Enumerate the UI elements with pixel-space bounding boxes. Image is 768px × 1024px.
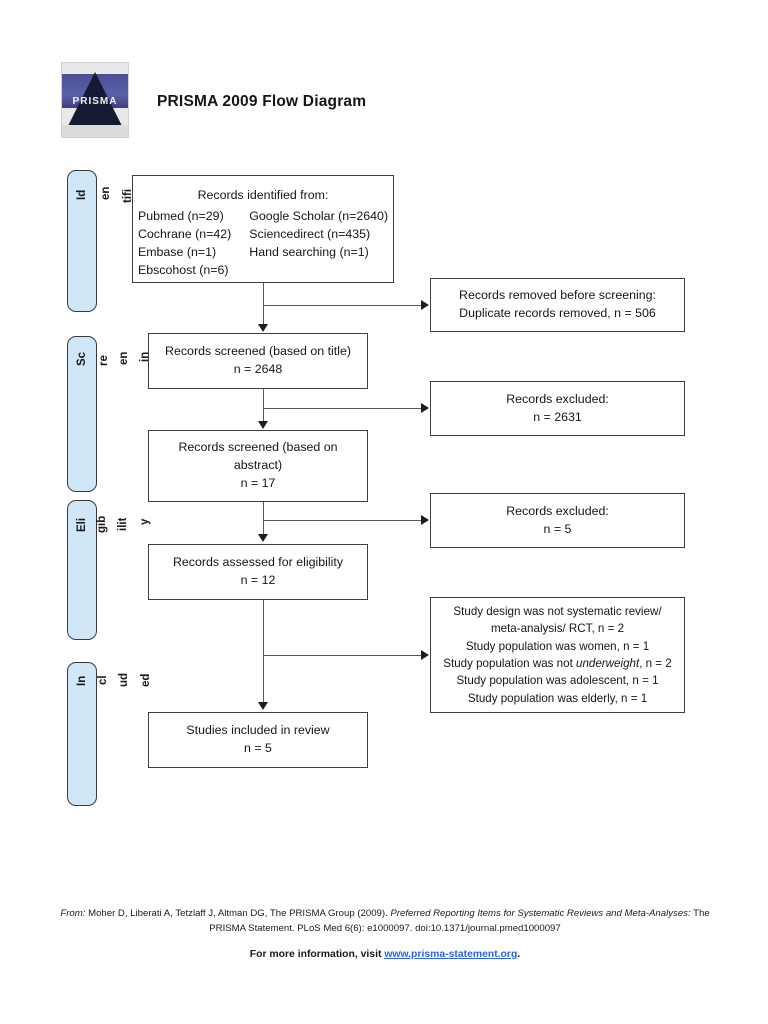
exclusion-reason-line-4-pre: Study population was not (443, 657, 577, 670)
exclusion-reason-line-3: Study population was women, n = 1 (465, 639, 650, 653)
stage-label-included-frag-1: cl (97, 675, 109, 685)
records-identified-heading: Records identified from: (197, 188, 329, 202)
arrow-identified-to-screened (258, 324, 268, 332)
stage-label-identification-frag-1: en (100, 186, 112, 200)
source-sciencedirect: Sciencedirect (n=435) (249, 226, 371, 241)
box-records-excluded-abstract: Records excluded: n = 5 (430, 493, 685, 548)
stage-label-eligibility-frag-1: gib (96, 515, 108, 533)
exclusion-reason-line-5: Study population was adolescent, n = 1 (456, 674, 659, 688)
stage-bar-eligibility (67, 500, 97, 640)
box-records-identified: Records identified from: Pubmed (n=29) G… (132, 175, 394, 283)
stage-label-eligibility-frag-3: y (139, 518, 151, 525)
arrow-eligibility-to-exclusion-reasons (421, 650, 429, 660)
logo-wordmark: PRISMA (72, 96, 118, 107)
excluded-abstract-line-2: n = 5 (543, 521, 572, 536)
box-records-excluded-title: Records excluded: n = 2631 (430, 381, 685, 436)
assessed-eligibility-line-2: n = 12 (240, 573, 276, 587)
arrow-eligibility-to-included (258, 702, 268, 710)
source-cochrane: Cochrane (n=42) (137, 226, 232, 241)
exclusion-reason-line-1: Study design was not systematic review/ (453, 604, 662, 618)
footer-citation-authors: Moher D, Liberati A, Tetzlaff J, Altman … (85, 908, 391, 919)
stage-label-identification-frag-0: Id (76, 189, 88, 200)
stage-bar-screening (67, 336, 97, 492)
screened-title-line-1: Records screened (based on title) (165, 344, 351, 359)
connector-screened-title-to-abstract (263, 389, 264, 423)
stage-bar-identification (67, 170, 97, 312)
stage-label-included-frag-0: In (76, 675, 88, 686)
footer-link-prefix: For more information, visit (249, 949, 385, 960)
connector-screened-title-to-excluded (263, 408, 422, 409)
footer-link-row: For more information, visit www.prisma-s… (60, 949, 710, 960)
footer-citation: From: Moher D, Liberati A, Tetzlaff J, A… (60, 906, 710, 937)
arrow-abstract-to-eligibility (258, 534, 268, 542)
exclusion-reason-line-6: Study population was elderly, n = 1 (467, 691, 648, 705)
source-pubmed: Pubmed (n=29) (137, 208, 224, 223)
box-records-assessed-eligibility: Records assessed for eligibility n = 12 (148, 544, 368, 600)
excluded-abstract-line-1: Records excluded: (506, 503, 609, 518)
screened-abstract-line-1: Records screened (based on (178, 440, 338, 455)
connector-eligibility-to-included (263, 600, 264, 704)
assessed-eligibility-line-1: Records assessed for eligibility (172, 555, 344, 570)
prisma-logo: PRISMA (61, 62, 129, 138)
logo-pyramid-icon (68, 72, 122, 126)
box-exclusion-reasons: Study design was not systematic review/ … (430, 597, 685, 713)
excluded-title-line-2: n = 2631 (533, 409, 582, 424)
stage-label-included-frag-2: ud (118, 672, 130, 687)
connector-abstract-to-excluded (263, 520, 422, 521)
exclusion-reason-line-4: Study population was not underweight, n … (443, 655, 672, 672)
arrow-abstract-to-excluded (421, 515, 429, 525)
stage-label-included-frag-3: ed (140, 673, 152, 687)
stage-label-screening-frag-1: re (98, 355, 110, 366)
box-records-screened-abstract: Records screened (based on abstract) n =… (148, 430, 368, 502)
records-identified-sources: Pubmed (n=29) Google Scholar (n=2640) Co… (138, 208, 388, 280)
arrow-screened-title-to-excluded (421, 403, 429, 413)
box-records-screened-title: Records screened (based on title) n = 26… (148, 333, 368, 389)
connector-abstract-to-eligibility (263, 502, 264, 536)
footer-citation-from-label: From: (60, 908, 86, 919)
excluded-title-line-1: Records excluded: (506, 391, 609, 406)
records-removed-line-2: Duplicate records removed, n = 506 (459, 306, 656, 320)
studies-included-line-2: n = 5 (244, 741, 272, 755)
stage-label-screening-frag-0: Sc (76, 351, 88, 366)
stage-label-eligibility-frag-2: ilit (117, 517, 129, 531)
studies-included-line-1: Studies included in review (186, 723, 330, 738)
screened-title-line-2: n = 2648 (233, 362, 283, 376)
connector-identified-to-screened (263, 283, 264, 325)
arrow-screened-title-to-abstract (258, 421, 268, 429)
connector-eligibility-to-exclusion-reasons (263, 655, 422, 656)
source-google-scholar: Google Scholar (n=2640) (249, 208, 389, 223)
footer-link-suffix: . (517, 949, 521, 960)
stage-label-screening-frag-2: en (118, 351, 130, 365)
screened-abstract-line-3: n = 17 (240, 475, 276, 490)
box-studies-included: Studies included in review n = 5 (148, 712, 368, 768)
exclusion-reason-line-2: meta-analysis/ RCT, n = 2 (490, 622, 625, 636)
source-embase: Embase (n=1) (137, 244, 217, 259)
footer-citation-title: Preferred Reporting Items for Systematic… (390, 908, 691, 919)
source-ebscohost: Ebscohost (n=6) (137, 262, 229, 277)
exclusion-reason-line-4-emphasis: underweight (576, 657, 640, 670)
stage-bar-included (67, 662, 97, 806)
logo-base-shade (62, 125, 128, 137)
stage-label-eligibility-frag-0: Eli (76, 517, 88, 532)
screened-abstract-line-2: abstract) (233, 458, 283, 472)
records-removed-line-1: Records removed before screening: (459, 288, 656, 303)
arrow-identified-to-removed (421, 300, 429, 310)
source-hand-searching: Hand searching (n=1) (249, 244, 369, 259)
page-title: PRISMA 2009 Flow Diagram (157, 93, 367, 110)
exclusion-reason-line-4-post: , n = 2 (639, 657, 672, 670)
footer-citation-source: The PRISMA Statement. PLoS Med 6(6): e10… (209, 908, 710, 935)
box-records-removed-before-screening: Records removed before screening: Duplic… (430, 278, 685, 332)
connector-identified-to-removed (263, 305, 422, 306)
prisma-statement-link[interactable]: www.prisma-statement.org (384, 949, 518, 960)
